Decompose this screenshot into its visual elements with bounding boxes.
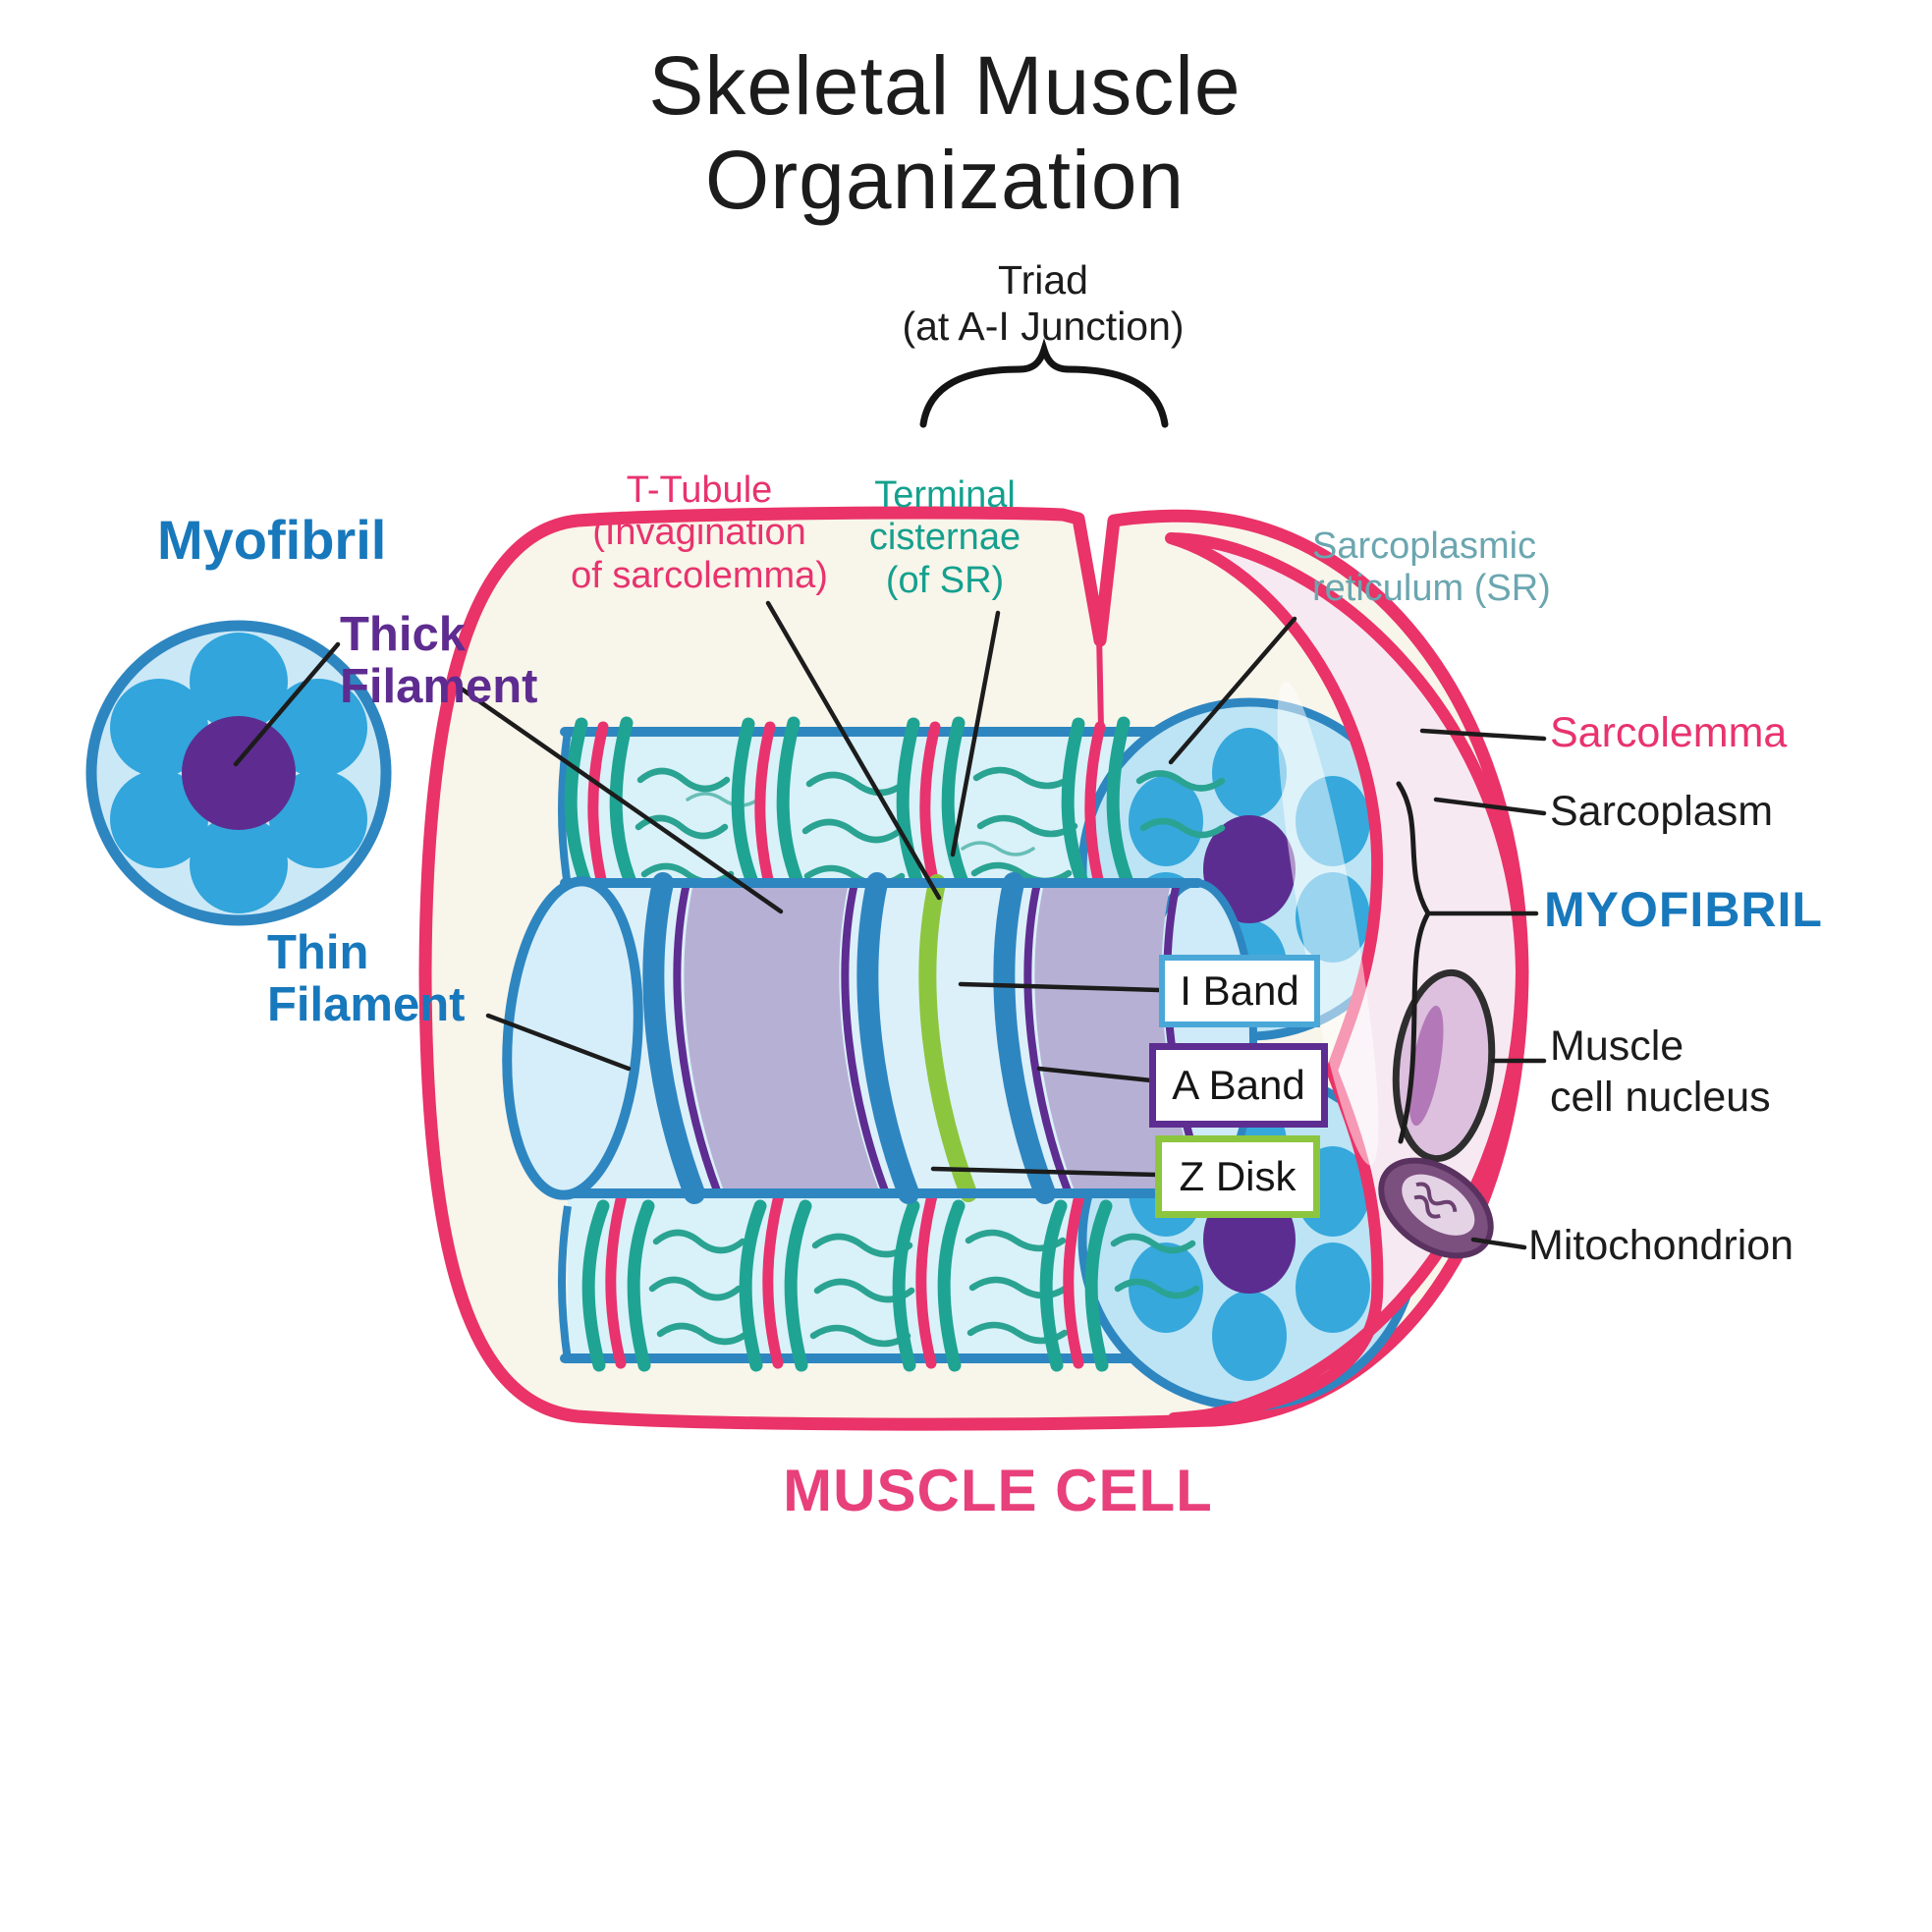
leader-terminal-cisternae [950,610,1001,857]
mitochondrion [1378,1157,1494,1259]
sarcolemma-label: Sarcolemma [1550,709,1788,756]
middle-cylinder-left-cap [502,876,643,1200]
leader-sarcoplasmic-reticulum [1168,616,1297,765]
leader-t-tubule [765,600,942,901]
i-band-box: I Band [1159,955,1320,1027]
a-band-label: A Band [1172,1062,1305,1108]
myofibril-inset-circle [85,620,392,926]
middle-myofibril-cylinder [502,872,1257,1204]
i-band-label: I Band [1180,967,1299,1014]
myofibril-cross-label: MYOFIBRIL [1544,882,1823,937]
leader-thick-filament-cylinder [457,685,784,914]
thin-filament-label: Thin Filament [267,926,466,1031]
leader-i-band [958,981,1162,993]
triad-brace [919,338,1169,428]
muscle-cell-nucleus-label: Muscle cell nucleus [1550,1022,1771,1121]
a-band-box: A Band [1149,1043,1328,1128]
thick-filament-label: Thick Filament [340,608,538,713]
leader-z-disk [930,1166,1160,1178]
leader-lines [233,600,1547,1250]
triad-label: Triad (at A-I Junction) [902,257,1185,349]
sarcoplasm-label: Sarcoplasm [1550,788,1774,835]
sarcoplasmic-reticulum-waves-top [635,766,1226,888]
leader-sarcolemma [1419,728,1547,742]
leader-thick-filament-inset [233,641,341,767]
z-disk-label: Z Disk [1179,1153,1297,1199]
myofibril-inset-label: Myofibril [157,509,387,571]
a-band-region [684,883,880,1193]
z-disk-arc [918,874,977,1202]
thick-filament-dot [182,716,296,830]
sarcoplasmic-reticulum-waves-bottom [648,1229,1200,1348]
terminal-cisternae-label: Terminal cisternae (of SR) [868,474,1021,601]
sarcoplasmic-reticulum-label: Sarcoplasmic reticulum (SR) [1312,525,1551,610]
z-disk-box: Z Disk [1155,1135,1320,1218]
leader-a-band [1036,1066,1154,1083]
myofibril-brace [1396,781,1431,1144]
mitochondrion-label: Mitochondrion [1528,1222,1794,1269]
leader-thin-filament [485,1013,632,1072]
page-title: Skeletal Muscle Organization [648,39,1242,226]
triads-bottom [581,1179,1113,1372]
thin-filament-dots [110,633,367,913]
leader-mitochondrion [1470,1237,1527,1250]
muscle-cell-nucleus [1392,968,1496,1163]
leader-sarcoplasm [1433,797,1547,816]
sarcoplasm-highlight [1277,681,1379,1166]
muscle-cell-label: MUSCLE CELL [783,1458,1213,1523]
t-tubule-label: T-Tubule (Invagination of sarcolemma) [571,469,828,596]
t-tubule-invagination-line [1096,631,1104,732]
